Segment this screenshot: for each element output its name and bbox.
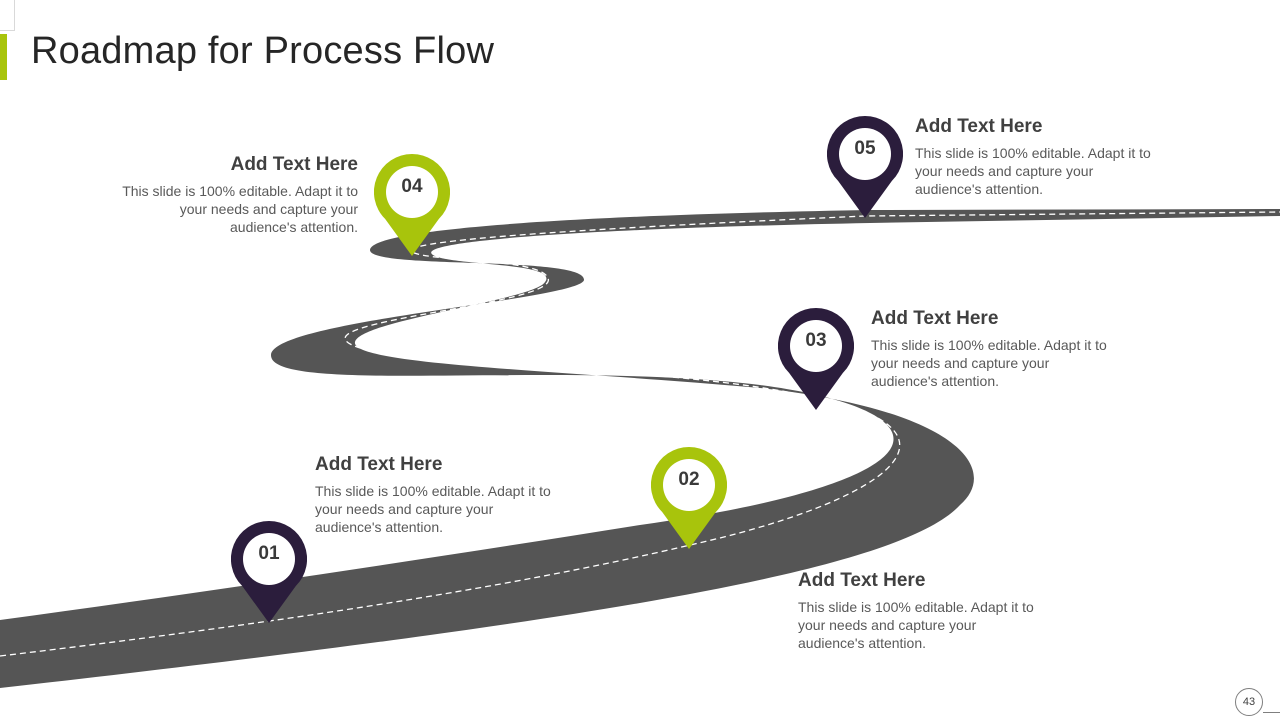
milestone-heading: Add Text Here: [315, 454, 443, 475]
page-title: Roadmap for Process Flow: [31, 30, 495, 72]
milestone-body: This slide is 100% editable. Adapt it to…: [798, 599, 1034, 651]
milestone-pin-03: 03: [778, 308, 854, 412]
title-accent-bar: [0, 34, 7, 80]
milestone-heading: Add Text Here: [230, 154, 358, 175]
corner-mark: [0, 0, 15, 31]
milestone-pin-01: 01: [231, 521, 307, 625]
milestone-pin-04: 04: [374, 154, 450, 258]
milestone-body: This slide is 100% editable. Adapt it to…: [915, 145, 1151, 197]
milestone-text-02: Add Text Here This slide is 100% editabl…: [798, 570, 1043, 652]
milestone-number: 04: [401, 176, 423, 197]
page-number-line: [1263, 712, 1280, 713]
milestone-number: 02: [678, 469, 700, 490]
milestone-number: 05: [854, 138, 876, 159]
milestone-text-01: Add Text Here This slide is 100% editabl…: [315, 454, 560, 536]
milestone-heading: Add Text Here: [798, 570, 926, 591]
milestone-pin-02: 02: [651, 447, 727, 551]
milestone-number: 01: [258, 543, 280, 564]
milestone-text-05: Add Text Here This slide is 100% editabl…: [915, 116, 1160, 198]
milestone-text-03: Add Text Here This slide is 100% editabl…: [871, 308, 1116, 390]
milestone-text-04: Add Text Here This slide is 100% editabl…: [112, 154, 358, 236]
milestone-body: This slide is 100% editable. Adapt it to…: [871, 337, 1107, 389]
milestone-heading: Add Text Here: [871, 308, 999, 329]
milestone-body: This slide is 100% editable. Adapt it to…: [315, 483, 551, 535]
milestone-body: This slide is 100% editable. Adapt it to…: [122, 183, 358, 235]
road-surface: [0, 209, 1280, 688]
milestone-heading: Add Text Here: [915, 116, 1043, 137]
milestone-pin-05: 05: [827, 116, 903, 220]
page-number: 43: [1235, 688, 1263, 716]
milestone-number: 03: [805, 330, 827, 351]
